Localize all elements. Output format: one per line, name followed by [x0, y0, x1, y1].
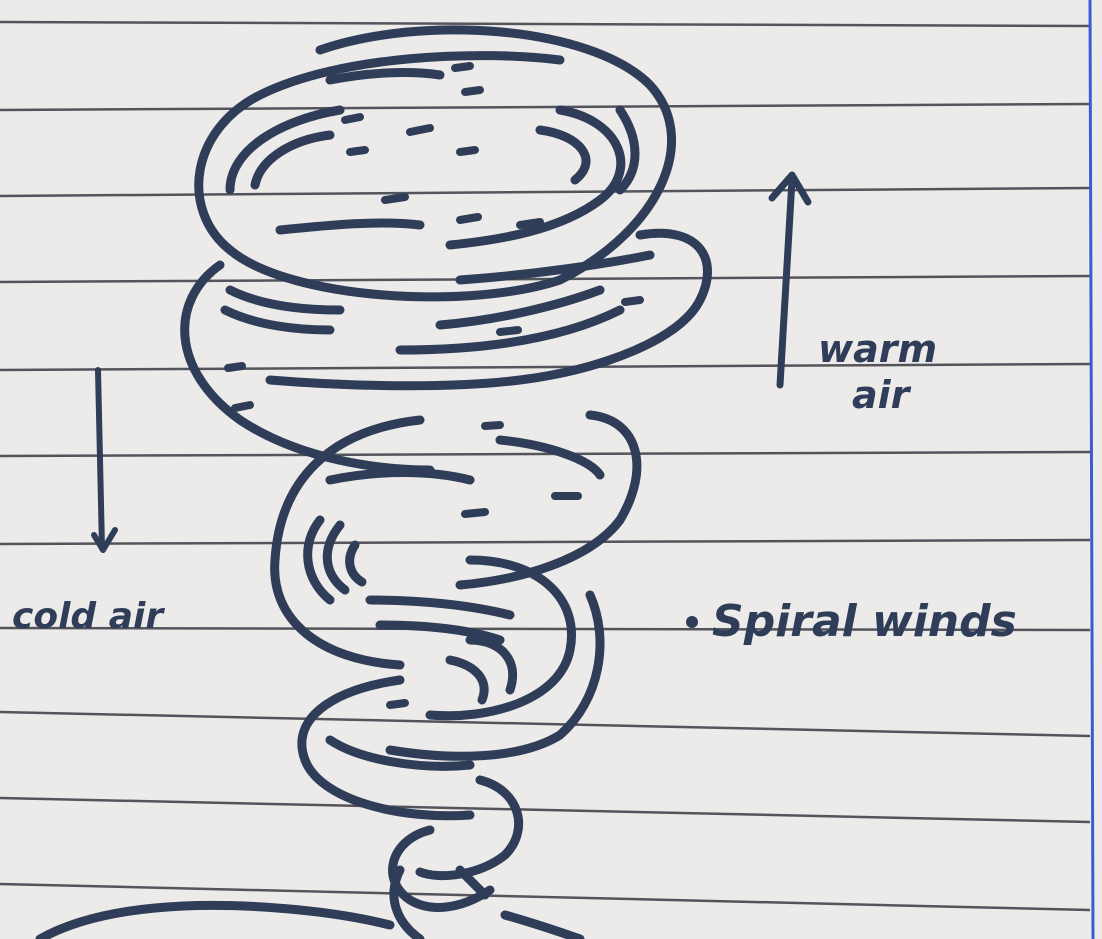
ruled-line: [0, 104, 1090, 110]
dash: [345, 117, 360, 120]
ruled-line: [0, 798, 1090, 822]
dash: [385, 197, 405, 200]
dash: [500, 330, 518, 332]
spiral-ring: [302, 680, 470, 816]
spiral-ring: [370, 600, 510, 615]
spiral-ring: [505, 915, 580, 939]
spiral-ring: [330, 473, 470, 481]
bullet-dot: [686, 616, 698, 628]
spiral-ring: [420, 780, 519, 876]
ruled-line: [0, 712, 1090, 736]
warm-air-label-line2: air: [852, 373, 912, 417]
cold-air-arrow-icon: [94, 370, 115, 550]
dash: [455, 66, 470, 68]
dash: [625, 300, 640, 302]
dash: [460, 217, 478, 220]
cold-air-label: cold air: [12, 596, 165, 637]
cold-air-arrow-shaft: [98, 370, 102, 548]
spiral-ring: [450, 660, 484, 700]
warm-air-label-line1: warm: [818, 327, 937, 371]
spiral-ring: [280, 223, 420, 230]
dash: [465, 512, 485, 514]
dash: [485, 425, 500, 426]
ruled-line: [0, 452, 1090, 456]
spiral-ring: [500, 440, 600, 475]
spiral-ring: [380, 625, 500, 640]
spiral-ring: [460, 255, 650, 280]
tornado-drawing: [40, 30, 708, 939]
dash: [235, 405, 250, 408]
warm-air-arrow-shaft: [780, 180, 792, 385]
ruled-lines: [0, 22, 1090, 910]
dash: [410, 128, 430, 132]
spiral-ring: [255, 135, 330, 185]
dash: [350, 150, 365, 152]
ruled-line: [0, 188, 1090, 196]
ruled-line: [0, 540, 1090, 544]
margin-line: [1090, 0, 1093, 939]
spiral-ring: [470, 640, 513, 690]
spiral-ring: [540, 130, 586, 180]
ruled-line: [0, 22, 1090, 26]
spiral-ring: [330, 73, 440, 80]
dash: [460, 150, 475, 152]
dash: [520, 222, 540, 225]
spiral-ring: [327, 525, 345, 590]
dash: [465, 90, 480, 92]
warm-air-arrow-icon: [772, 175, 808, 385]
dash: [390, 703, 405, 705]
dash: [228, 366, 242, 368]
spiral-ring: [350, 545, 362, 582]
spiral-winds-label: Spiral winds: [712, 596, 1017, 647]
spiral-ring: [230, 290, 340, 310]
ground-stroke: [40, 905, 390, 939]
